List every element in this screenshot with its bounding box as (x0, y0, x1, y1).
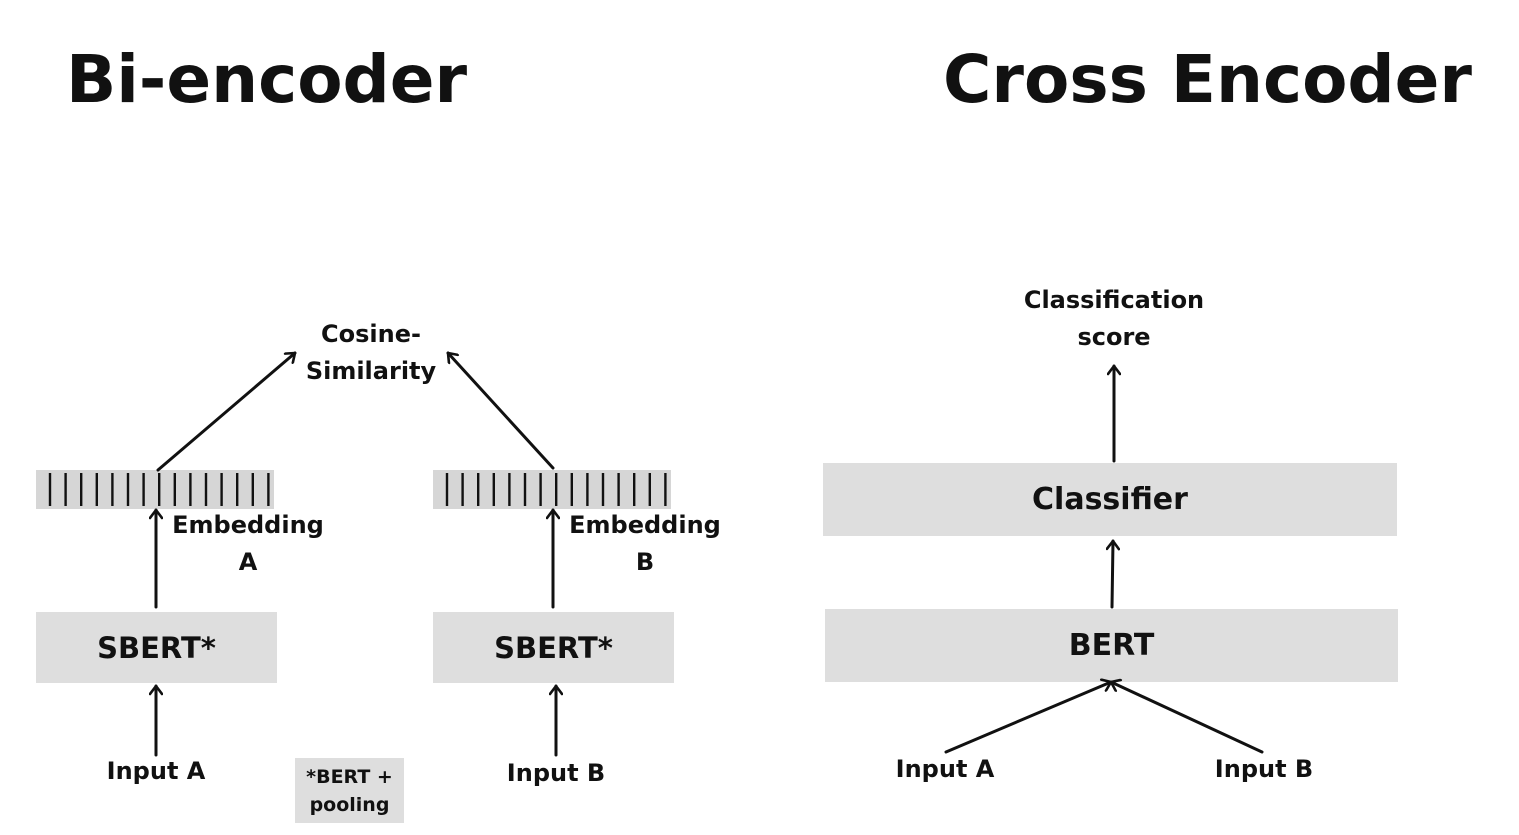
embedding-b-label: Embedding B (569, 507, 721, 581)
cross-input-b-label: Input B (1214, 755, 1314, 783)
sbert-a-box: SBERT* (36, 612, 277, 683)
embedding-b-ticks (445, 473, 667, 506)
embedding-a-ticks (48, 473, 270, 506)
footnote-line1: *BERT + (306, 765, 393, 788)
arrow-cross-input-a-to-bert (944, 682, 1113, 754)
classifier-box: Classifier (823, 463, 1397, 536)
cross-input-a-label: Input A (895, 755, 995, 783)
embedding-a-vector (36, 470, 274, 509)
cosine-similarity-label: Cosine- Similarity (296, 316, 446, 390)
embedding-a-line2: A (238, 548, 258, 576)
sbert-b-box: SBERT* (433, 612, 674, 683)
classification-score-line2: score (1077, 323, 1151, 351)
arrow-bert-to-classifier (1112, 539, 1113, 609)
footnote-line2: pooling (309, 793, 390, 816)
embedding-a-line1: Embedding (172, 511, 324, 539)
embedding-a-label: Embedding A (172, 507, 324, 581)
embedding-b-vector (433, 470, 671, 509)
cosine-similarity-line2: Similarity (305, 357, 437, 385)
cross-encoder-title: Cross Encoder (943, 41, 1472, 118)
bi-input-b-label: Input B (506, 759, 606, 787)
arrow-embedding-b-to-similarity (446, 351, 555, 470)
bi-input-a-label: Input A (106, 757, 206, 785)
bert-box: BERT (825, 609, 1398, 682)
arrow-cross-input-b-to-bert (1109, 682, 1264, 754)
bi-encoder-title: Bi-encoder (66, 41, 468, 118)
arrow-embedding-a-to-similarity (156, 351, 297, 472)
embedding-b-line1: Embedding (569, 511, 721, 539)
classification-score-label: Classification score (1014, 282, 1214, 356)
footnote-box: *BERT + pooling (295, 758, 404, 823)
cosine-similarity-line1: Cosine- (321, 320, 421, 348)
embedding-b-line2: B (635, 548, 655, 576)
classification-score-line1: Classification (1023, 286, 1205, 314)
